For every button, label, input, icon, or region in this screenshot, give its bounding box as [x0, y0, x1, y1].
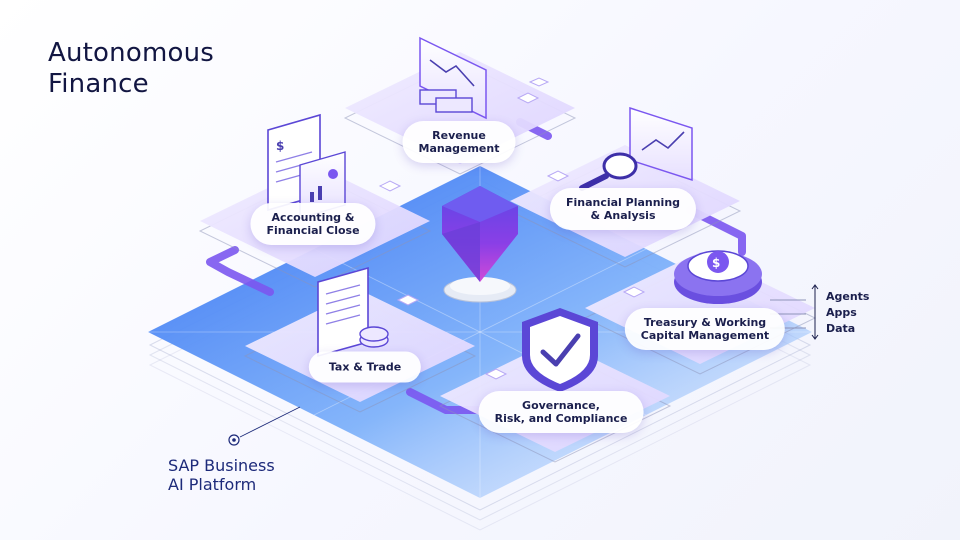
revenue-chart-cash-icon — [419, 36, 487, 120]
module-revenue-label: Revenue Management — [402, 121, 516, 163]
module-treasury-label: Treasury & Working Capital Management — [624, 308, 786, 350]
layer-arrow-icon — [811, 284, 819, 340]
platform-label: SAP Business AI Platform — [168, 456, 275, 494]
module-revenue-line1: Revenue — [432, 129, 486, 142]
module-treasury-line1: Treasury & Working — [643, 316, 767, 329]
cube-accents — [378, 77, 646, 380]
module-fpa-line2: & Analysis — [590, 209, 656, 222]
module-governance-line1: Governance, — [522, 399, 600, 412]
platform-label-line1: SAP Business — [168, 456, 275, 475]
module-treasury-line2: Capital Management — [640, 329, 770, 342]
page-title-line1: Autonomous — [48, 38, 215, 68]
layer-agents: Agents — [826, 290, 870, 303]
document-coins-icon — [317, 266, 389, 358]
module-governance-label: Governance, Risk, and Compliance — [478, 391, 644, 433]
module-accounting-line1: Accounting & — [271, 211, 355, 224]
svg-text:$: $ — [276, 139, 284, 153]
module-revenue-line2: Management — [418, 142, 500, 155]
ai-gem-icon — [442, 186, 518, 303]
shield-check-icon — [522, 308, 598, 392]
module-fpa-label: Financial Planning & Analysis — [549, 188, 697, 230]
page-title: Autonomous Finance — [48, 38, 214, 100]
layer-legend: Agents Apps Data — [826, 289, 869, 337]
svg-text:$: $ — [712, 256, 720, 270]
layer-apps: Apps — [826, 306, 857, 319]
invoice-document-icon: $ — [267, 113, 346, 219]
module-tax-label: Tax & Trade — [308, 351, 422, 383]
magnifier-chart-icon — [579, 106, 693, 191]
coin-cycle-icon: $ — [674, 250, 762, 304]
page-title-line2: Finance — [48, 69, 149, 99]
platform-label-line2: AI Platform — [168, 475, 257, 494]
module-tax-line1: Tax & Trade — [328, 360, 402, 374]
module-accounting-line2: Financial Close — [266, 224, 360, 237]
module-accounting-label: Accounting & Financial Close — [250, 203, 376, 245]
module-governance-line2: Risk, and Compliance — [494, 412, 628, 425]
module-fpa-line1: Financial Planning — [565, 196, 681, 209]
platform-pointer — [228, 406, 301, 446]
layer-data: Data — [826, 322, 856, 335]
